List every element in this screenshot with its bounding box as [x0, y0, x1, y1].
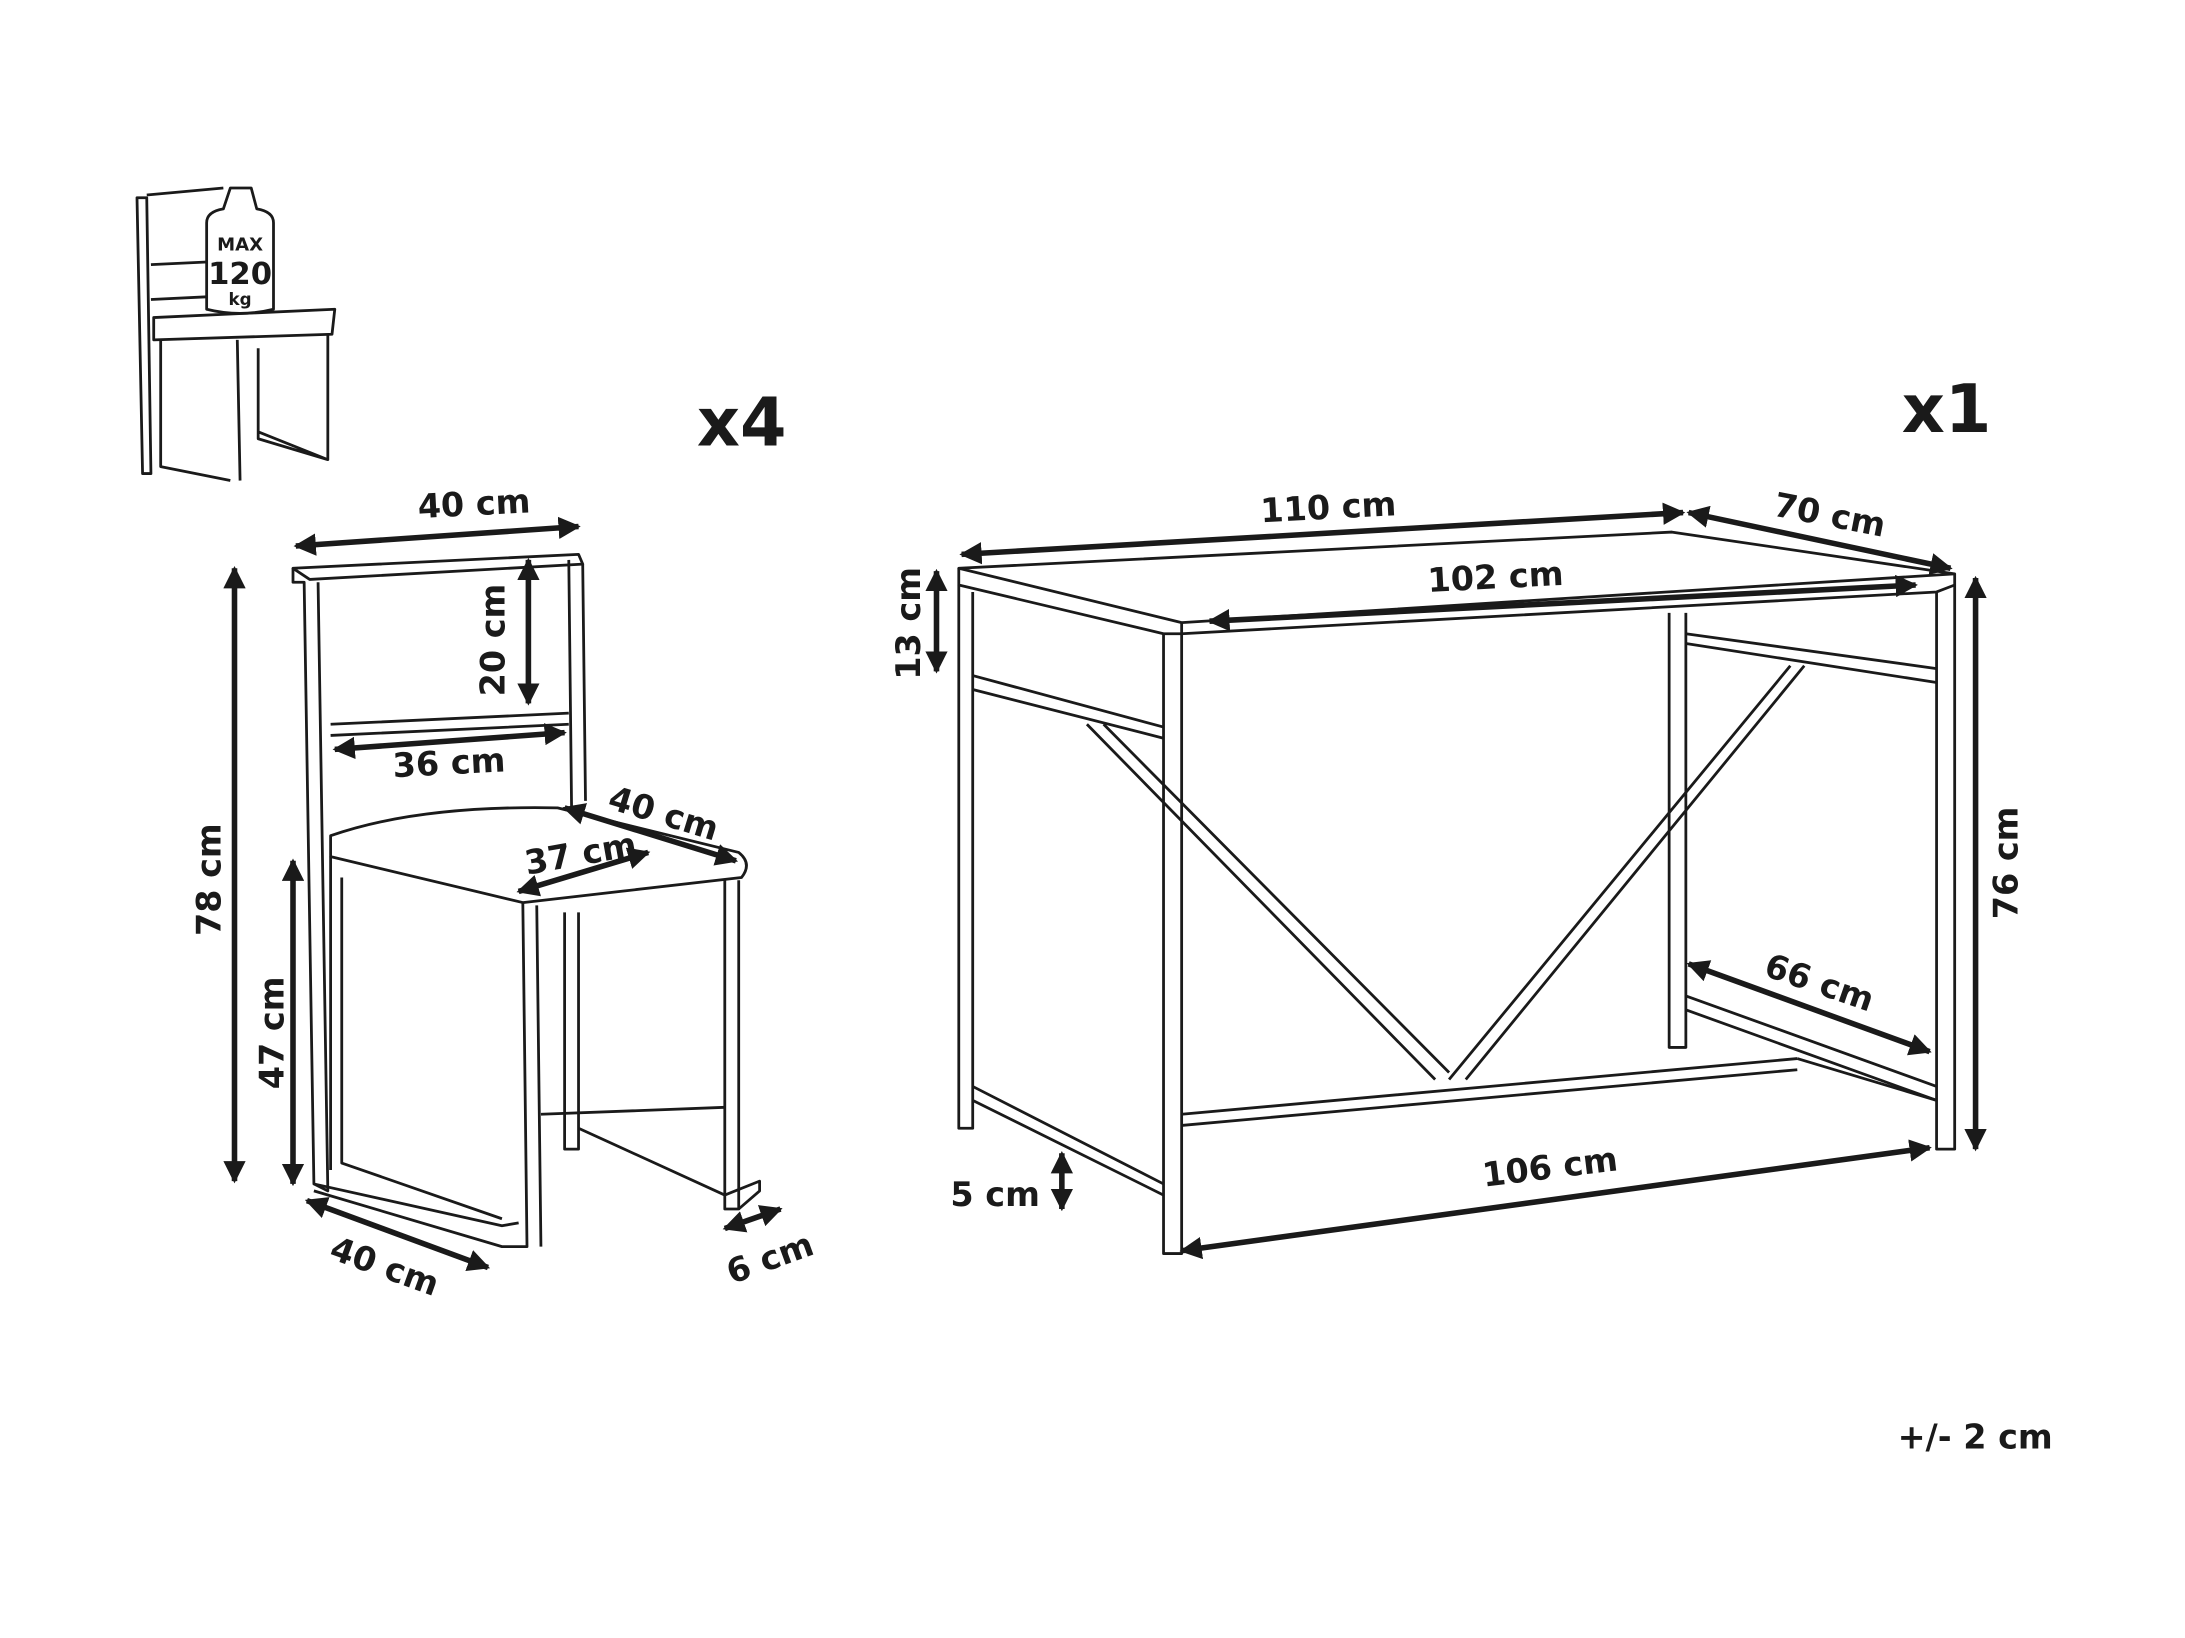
weight-icon — [205, 186, 275, 315]
weight-max-label: MAX — [217, 235, 263, 256]
weight-capacity-icon: MAX 120 kg — [135, 186, 337, 482]
table-drawing — [957, 530, 1957, 1255]
table-quantity: x1 — [1902, 370, 1992, 448]
chair-backrest-height: 20 cm — [474, 584, 513, 697]
weight-unit: kg — [229, 289, 252, 309]
table-height: 76 cm — [1986, 807, 2025, 920]
table-length: 110 cm — [1259, 484, 1397, 530]
chair-seat-height: 47 cm — [252, 976, 291, 1089]
chair-quantity: x4 — [697, 384, 787, 462]
chair-foot-size: 6 cm — [721, 1224, 818, 1291]
chair-backrest-inner-width: 36 cm — [392, 740, 507, 785]
table-inner-depth: 66 cm — [1760, 946, 1879, 1020]
table-foot-clearance: 5 cm — [950, 1175, 1040, 1214]
tolerance-note: +/- 2 cm — [1898, 1418, 2053, 1457]
table-bottom-length: 106 cm — [1480, 1139, 1620, 1194]
table-apron-height: 13 cm — [889, 567, 928, 680]
chair-base-width: 40 cm — [325, 1229, 444, 1304]
chair-width-top: 40 cm — [417, 481, 532, 526]
table-inner-length: 102 cm — [1427, 554, 1565, 600]
weight-value: 120 — [208, 257, 272, 292]
chair-total-height: 78 cm — [190, 823, 229, 936]
